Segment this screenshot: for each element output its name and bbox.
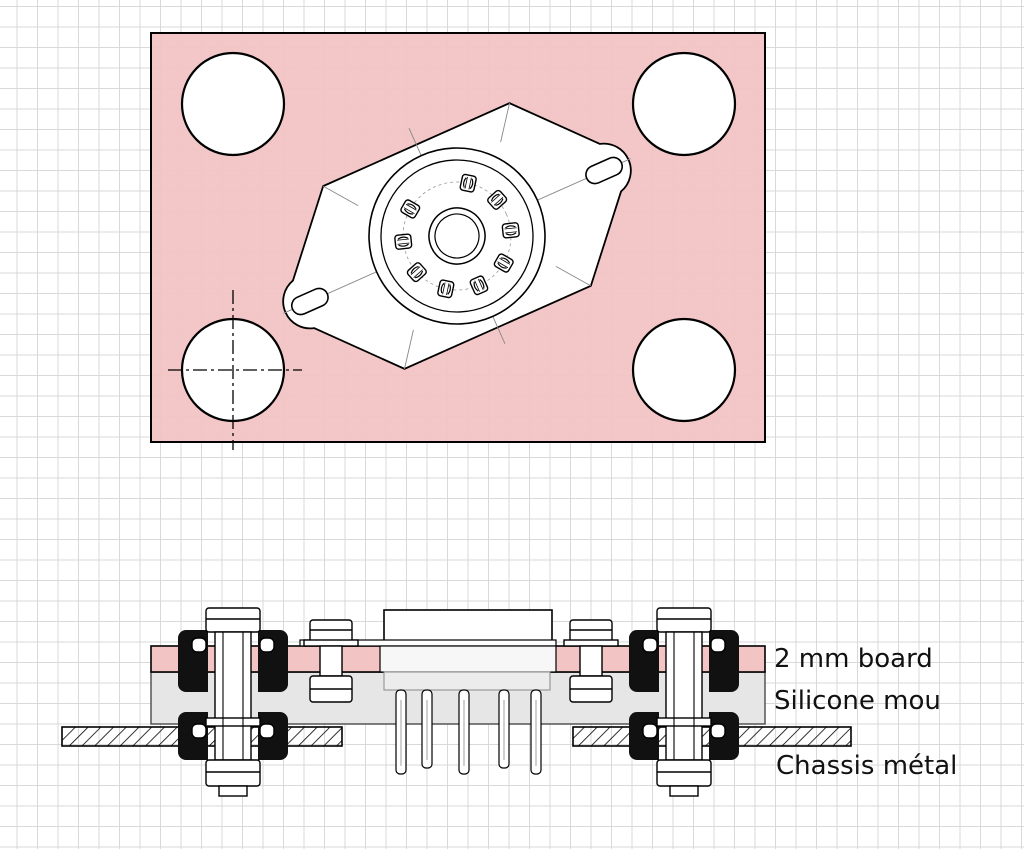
socket-pin-side [530, 689, 542, 775]
flange-slot-right [585, 156, 624, 185]
socket-screw-left [303, 619, 359, 703]
socket-pin [436, 278, 456, 299]
socket-pin [458, 173, 478, 194]
socket-pin-side [421, 689, 433, 769]
label-chassis: Chassis métal [776, 751, 958, 781]
socket-inner-ring [380, 159, 534, 313]
label-board: 2 mm board [774, 644, 933, 674]
tube-socket-side [299, 609, 557, 775]
centerline-crosshair [168, 290, 302, 450]
socket-screw-right [563, 619, 619, 703]
mount-hole-bottom-right [631, 317, 737, 423]
mounting-bolt-right [629, 607, 739, 797]
side-view [61, 607, 852, 797]
socket-pin [393, 233, 413, 251]
socket-pin [501, 221, 521, 239]
flange-slot-left [290, 287, 329, 316]
socket-center-hole-inner [434, 213, 480, 259]
socket-pin-side [395, 689, 407, 775]
tube-socket-top [282, 102, 632, 370]
mount-hole-top-right [631, 51, 737, 157]
mount-hole-top-left [180, 51, 286, 157]
socket-pin-side [498, 689, 510, 769]
label-silicone: Silicone mou [774, 686, 941, 716]
socket-pin-side [458, 689, 470, 775]
top-view [150, 32, 766, 450]
mounting-bolt-left [178, 607, 288, 797]
